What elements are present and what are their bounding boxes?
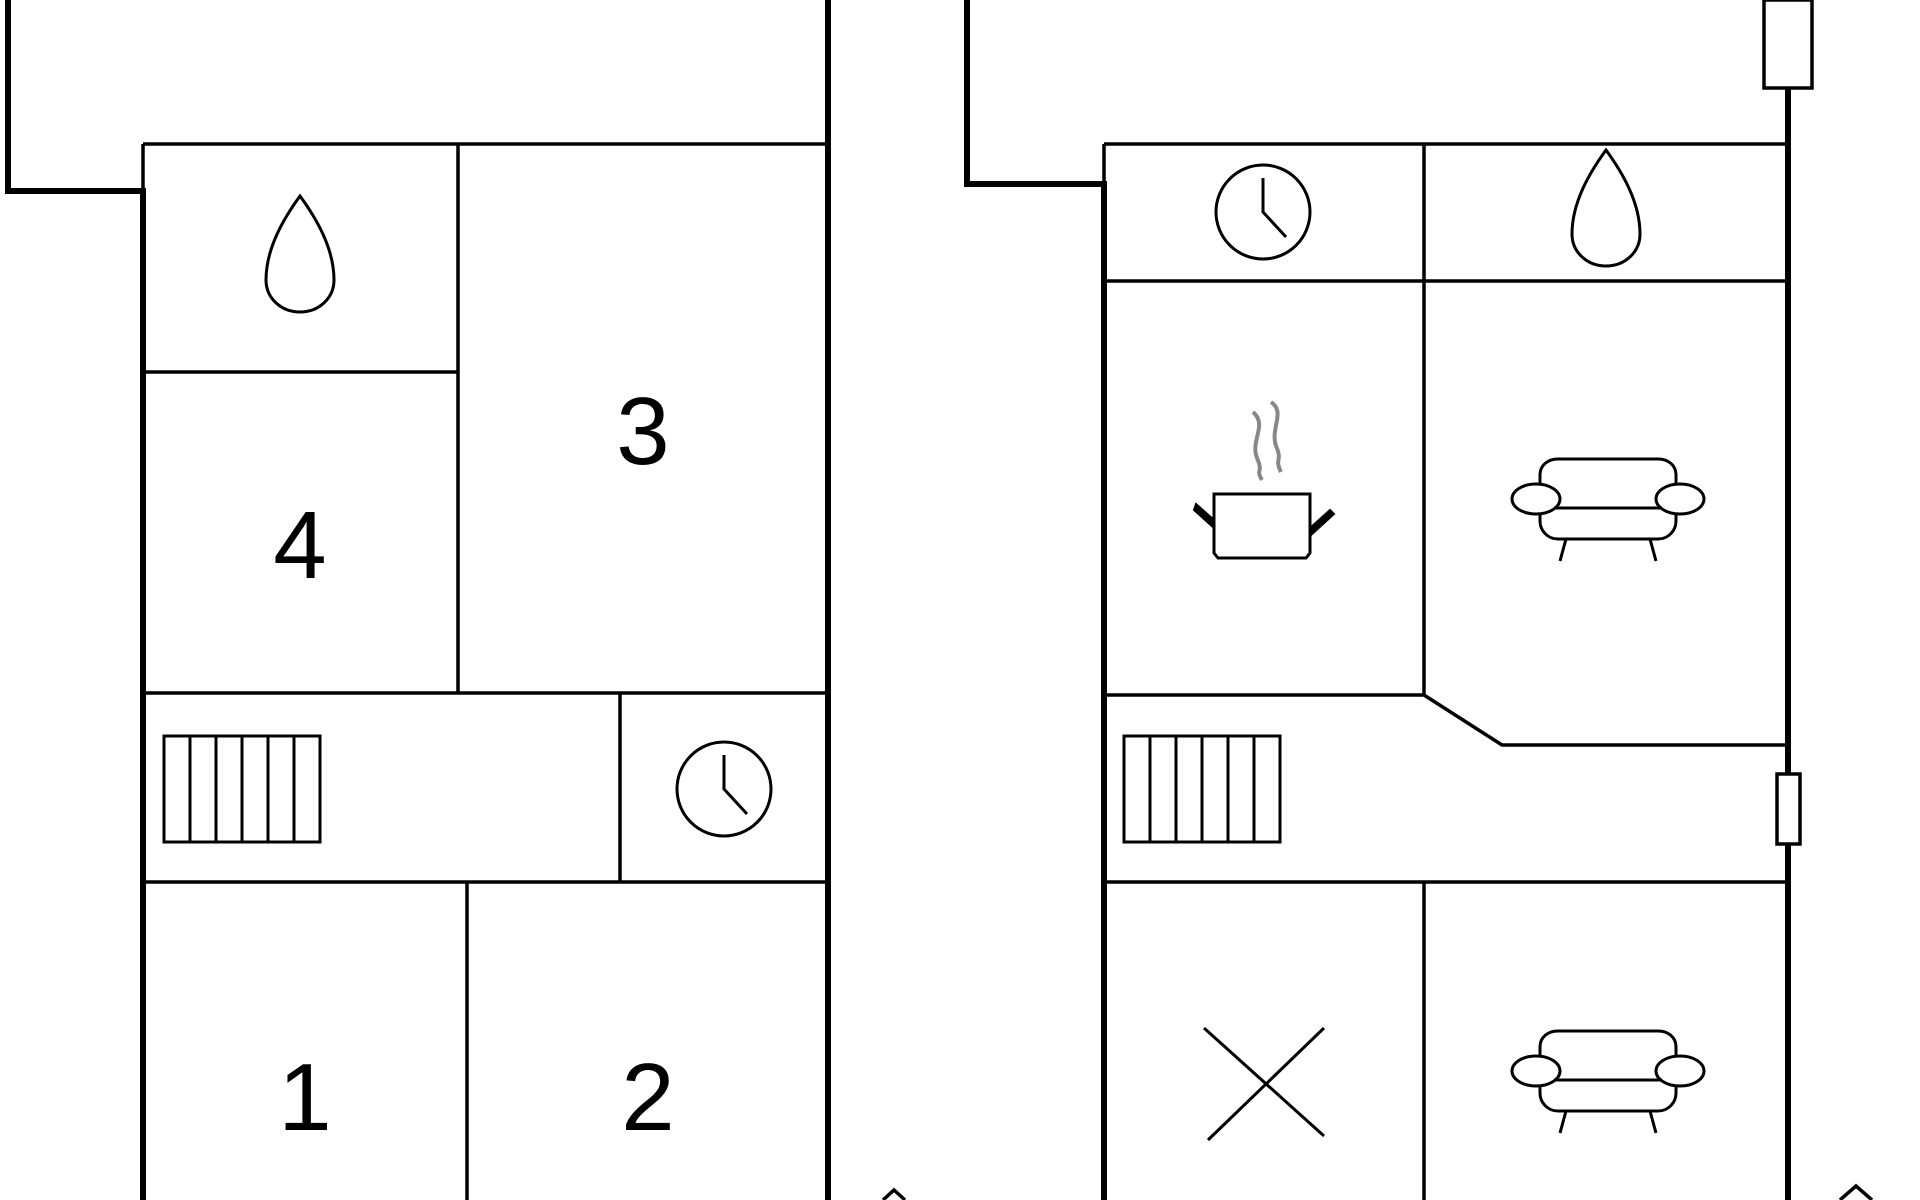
sofa-seat	[1538, 513, 1678, 541]
sofa-icon	[1510, 1029, 1706, 1134]
room-number-1: 1	[278, 1044, 331, 1151]
clock-face	[1214, 163, 1312, 261]
clock-face	[675, 740, 773, 838]
cross-line	[1206, 1026, 1326, 1142]
sofa-back	[1538, 457, 1678, 483]
sofa-leg	[1648, 538, 1658, 562]
water-drop-shape	[1570, 147, 1642, 268]
pot-handle-left	[1192, 502, 1215, 531]
room-number-4: 4	[273, 492, 326, 599]
stairs-icon	[1122, 734, 1282, 844]
water-drop-shape	[264, 193, 336, 314]
water-drop-icon	[1570, 147, 1642, 268]
steam-line	[1251, 410, 1264, 482]
sofa-arm-left	[1510, 482, 1562, 516]
sofa-arm-right	[1654, 482, 1706, 516]
partition-right-angled	[1104, 693, 1788, 747]
clock-icon	[675, 740, 773, 838]
sofa-leg	[1648, 1110, 1658, 1134]
cross-icon	[1202, 1026, 1326, 1142]
room-number-3: 3	[616, 378, 669, 485]
pot-handle-right	[1309, 508, 1336, 539]
right-unit-outer-wall	[964, 0, 1107, 1200]
left-unit: 4 3 1 2	[5, 0, 831, 1200]
sofa-arm-right	[1654, 1054, 1706, 1088]
room-number-2: 2	[621, 1044, 674, 1151]
cross-line	[1202, 1026, 1326, 1138]
water-drop-icon	[264, 193, 336, 314]
clock-icon	[1214, 163, 1312, 261]
sofa-icon	[1510, 457, 1706, 562]
cooking-pot-icon	[1192, 400, 1336, 560]
roof-marker	[881, 1187, 907, 1200]
sofa-leg	[1558, 1110, 1568, 1134]
clock-hands	[1261, 178, 1288, 239]
stairs-icon	[162, 734, 322, 844]
pot-body	[1212, 492, 1312, 560]
left-unit-outer-wall	[5, 0, 146, 1200]
sofa-back	[1538, 1029, 1678, 1055]
sofa-leg	[1558, 538, 1568, 562]
roof-marker	[1838, 1183, 1874, 1200]
right-unit	[964, 0, 1814, 1200]
sofa-seat	[1538, 1085, 1678, 1113]
window-right	[1775, 772, 1802, 846]
steam-line	[1269, 400, 1283, 473]
sofa-arm-left	[1510, 1054, 1562, 1088]
clock-hands	[722, 755, 749, 816]
vent-top	[1762, 0, 1814, 90]
